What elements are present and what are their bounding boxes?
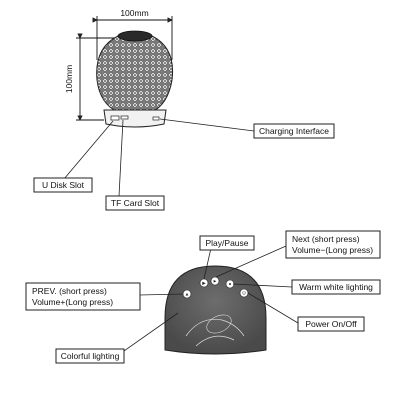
u-disk-slot-callout: U Disk Slot	[33, 177, 93, 193]
colorful-lighting-callout: Colorful lighting	[55, 348, 125, 364]
next-icon	[210, 276, 220, 286]
svg-text:▶: ▶	[202, 281, 206, 286]
width-label: 100mm	[120, 8, 148, 18]
next-label-line1: Next (short press)	[292, 234, 360, 244]
prev-label-line1: PREV. (short press)	[32, 286, 107, 296]
power-label: Power On/Off	[305, 319, 357, 329]
control-panel: ▲ ▶ ► ● ⏻	[164, 265, 267, 355]
warm-white-label: Warm white lighting	[299, 282, 373, 292]
u-disk-port-icon	[110, 115, 120, 121]
next-callout: Next (short press) Volume−(Long press)	[285, 230, 381, 259]
tf-card-slot-callout: TF Card Slot	[105, 195, 165, 211]
next-label-line2: Volume−(Long press)	[292, 245, 373, 255]
play-pause-label: Play/Pause	[206, 238, 249, 248]
svg-text:►: ►	[213, 279, 217, 284]
power-callout: Power On/Off	[297, 316, 365, 332]
u-disk-slot-label: U Disk Slot	[42, 180, 85, 190]
height-dimension: 100mm	[64, 33, 118, 121]
tf-card-port-icon	[120, 115, 129, 120]
charging-interface-label: Charging Interface	[259, 126, 329, 136]
svg-text:⏻: ⏻	[242, 291, 246, 296]
height-label: 100mm	[64, 65, 74, 93]
prev-callout: PREV. (short press) Volume+(Long press)	[25, 282, 141, 311]
tf-card-slot-label: TF Card Slot	[111, 198, 160, 208]
charging-interface-callout: Charging Interface	[253, 123, 335, 139]
colorful-lighting-label: Colorful lighting	[61, 351, 120, 361]
svg-text:▲: ▲	[185, 292, 189, 297]
warm-white-callout: Warm white lighting	[291, 279, 381, 295]
svg-text:●: ●	[229, 282, 232, 287]
play-pause-callout: Play/Pause	[199, 235, 255, 251]
prev-label-line2: Volume+(Long press)	[32, 297, 113, 307]
charging-port-icon	[152, 116, 160, 121]
speaker-top-view	[96, 30, 174, 128]
